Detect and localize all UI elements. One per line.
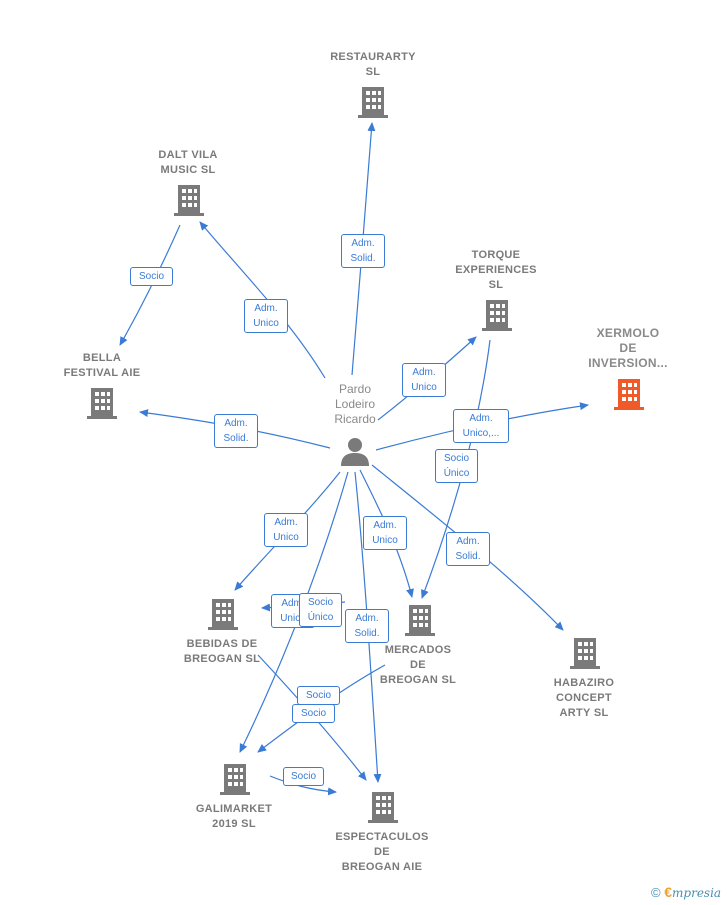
- building-icon-galimarket[interactable]: [220, 764, 250, 795]
- edge-dalt-bella: [119, 224, 181, 346]
- edge-label-bella[interactable]: Adm. Solid.: [214, 414, 258, 448]
- company-label-dalt-vila[interactable]: DALT VILA MUSIC SL: [158, 149, 218, 176]
- edge-label-torque[interactable]: Adm. Unico: [402, 363, 446, 397]
- company-label-bella[interactable]: BELLA FESTIVAL AIE: [63, 352, 141, 379]
- edge-label-socio-a[interactable]: Socio: [297, 686, 340, 705]
- edge-label-xermolo[interactable]: Adm. Unico,...: [453, 409, 509, 443]
- edge-label-socio-unico-mid[interactable]: Socio Único: [299, 593, 342, 627]
- person-icon[interactable]: [341, 438, 369, 466]
- brand-logo-mark: €: [664, 884, 673, 900]
- company-label-xermolo[interactable]: XERMOLO DE INVERSION...: [588, 326, 668, 370]
- edge-label-espectaculos-solid[interactable]: Adm. Solid.: [345, 609, 389, 643]
- edge-label-dalt-vila[interactable]: Adm. Unico: [244, 299, 288, 333]
- company-label-bebidas[interactable]: BEBIDAS DE BREOGAN SL: [183, 638, 261, 665]
- company-label-restaurarty[interactable]: RESTAURARTY SL: [330, 51, 416, 78]
- building-icon-habaziro[interactable]: [570, 638, 600, 669]
- company-label-mercados[interactable]: MERCADOS DE BREOGAN SL: [379, 644, 457, 686]
- company-label-galimarket[interactable]: GALIMARKET 2019 SL: [195, 803, 273, 830]
- edge-label-restaurarty[interactable]: Adm. Solid.: [341, 234, 385, 268]
- building-icon-bella[interactable]: [87, 388, 117, 419]
- company-label-espectaculos[interactable]: ESPECTACULOS DE BREOGAN AIE: [335, 831, 429, 873]
- company-label-habaziro[interactable]: HABAZIRO CONCEPT ARTY SL: [553, 677, 615, 719]
- brand-name: mpresia: [672, 886, 722, 900]
- edge-label-torque-mercados[interactable]: Socio Único: [435, 449, 478, 483]
- copyright-symbol: ©: [651, 885, 661, 900]
- building-icon-bebidas[interactable]: [208, 599, 238, 630]
- edge-label-socio-b[interactable]: Socio: [292, 704, 335, 723]
- person-label: Pardo Lodeiro Ricardo: [334, 382, 376, 426]
- building-icon-mercados[interactable]: [405, 605, 435, 636]
- building-icon-xermolo[interactable]: [614, 379, 644, 410]
- building-icon-torque[interactable]: [482, 300, 512, 331]
- footer-brand: © €mpresia: [651, 884, 721, 900]
- edge-label-bebidas[interactable]: Adm. Unico: [264, 513, 308, 547]
- edge-label-habaziro[interactable]: Adm. Solid.: [446, 532, 490, 566]
- company-label-torque[interactable]: TORQUE EXPERIENCES SL: [455, 249, 537, 291]
- building-icon-restaurarty[interactable]: [358, 87, 388, 118]
- edge-label-mercados[interactable]: Adm. Unico: [363, 516, 407, 550]
- building-icon-dalt-vila[interactable]: [174, 185, 204, 216]
- edge-galimarket-espectaculos: [269, 775, 337, 796]
- edge-dalt-vila: [199, 221, 326, 379]
- building-icon-espectaculos[interactable]: [368, 792, 398, 823]
- edge-label-dalt-bella[interactable]: Socio: [130, 267, 173, 286]
- edge-label-socio-gali[interactable]: Socio: [283, 767, 324, 786]
